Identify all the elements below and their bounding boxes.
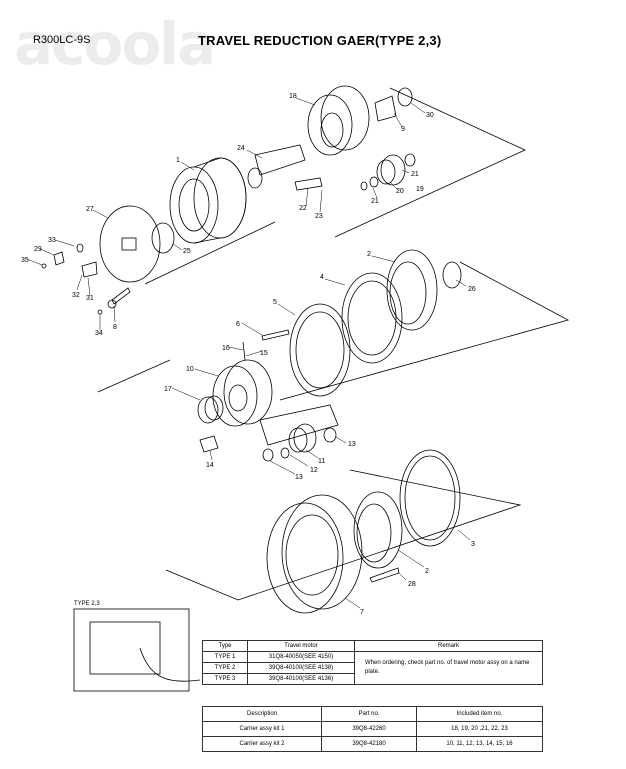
part-label-22: 22 <box>299 205 307 212</box>
part-label-11: 11 <box>318 458 325 465</box>
part-label-32: 32 <box>72 292 80 299</box>
part-label-15: 15 <box>260 350 268 357</box>
table-row: TYPE 1 31Q8-40050(SEE 4150) When orderin… <box>202 651 543 685</box>
part-label-13a: 13 <box>348 441 356 448</box>
part-label-24: 24 <box>237 145 245 152</box>
part-label-23: 23 <box>315 213 323 220</box>
kit-part-cell: 39Q8-42260 <box>321 721 417 737</box>
kit-table-header-description: Description <box>202 706 322 722</box>
part-label-35: 35 <box>21 257 29 264</box>
type-table: Type Travel motor Remark TYPE 1 31Q8-400… <box>202 640 543 685</box>
page-title: TRAVEL REDUCTION GAER(TYPE 2,3) <box>198 33 442 48</box>
part-label-29: 29 <box>34 246 42 253</box>
part-label-33: 33 <box>48 237 56 244</box>
part-label-30: 30 <box>426 112 434 119</box>
ring-gear-part <box>169 157 247 244</box>
type-table-header-motor: Travel motor <box>247 640 355 652</box>
part-label-10: 10 <box>186 366 194 373</box>
kit-items-cell: 18, 19, 20 ,21, 22, 23 <box>416 721 543 737</box>
part-label-3: 3 <box>471 541 475 548</box>
part-label-27: 27 <box>86 206 94 213</box>
kit-table-header-items: Included item no. <box>416 706 543 722</box>
part-label-26: 26 <box>468 286 476 293</box>
table-row: TYPE 2 39Q8-40100(SEE 4138) <box>202 662 543 674</box>
part-label-14: 14 <box>206 462 214 469</box>
part-label-21a: 21 <box>411 171 419 178</box>
watermark-logo: acoola <box>14 10 216 78</box>
part-label-2b: 2 <box>425 568 429 575</box>
type-cell: TYPE 3 <box>202 673 248 685</box>
kit-items-cell: 10, 11, 12, 13, 14, 15, 16 <box>416 736 543 752</box>
part-label-17: 17 <box>164 386 172 393</box>
motor-cell: 31Q8-40050(SEE 4150) <box>247 651 355 663</box>
part-label-19: 19 <box>416 186 424 193</box>
part-label-8: 8 <box>113 324 117 331</box>
part-label-34: 34 <box>95 330 103 337</box>
part-label-16: 16 <box>222 345 230 352</box>
remark-cell: When ordering, check part no. of travel … <box>354 651 543 685</box>
part-label-25: 25 <box>183 248 191 255</box>
type-cell: TYPE 1 <box>202 651 248 663</box>
part-label-7: 7 <box>360 609 364 616</box>
part-label-5: 5 <box>273 299 277 306</box>
part-label-13b: 13 <box>295 474 303 481</box>
motor-cell: 39Q8-40100(SEE 4138) <box>247 662 355 674</box>
inset-label: TYPE 2,3 <box>74 601 100 607</box>
part-label-1: 1 <box>176 157 180 164</box>
type-table-header-type: Type <box>202 640 248 652</box>
part-label-20: 20 <box>396 188 404 195</box>
part-label-12: 12 <box>310 467 318 474</box>
table-row: TYPE 3 39Q8-40100(SEE 4136) <box>202 673 543 685</box>
part-label-31: 31 <box>86 295 94 302</box>
table-row: Carrier assy kit 2 39Q8-42180 10, 11, 12… <box>202 736 543 752</box>
motor-cell: 39Q8-40100(SEE 4136) <box>247 673 355 685</box>
kit-part-cell: 39Q8-42180 <box>321 736 417 752</box>
part-label-6: 6 <box>236 321 240 328</box>
kit-table-header-part: Part no. <box>321 706 417 722</box>
part-label-9: 9 <box>401 126 405 133</box>
type-cell: TYPE 2 <box>202 662 248 674</box>
part-label-2a: 2 <box>367 251 371 258</box>
table-row: Carrier assy kit 1 39Q8-42260 18, 19, 20… <box>202 721 543 737</box>
part-label-28: 28 <box>408 581 416 588</box>
part-label-21b: 21 <box>371 198 379 205</box>
kit-desc-cell: Carrier assy kit 2 <box>202 736 322 752</box>
type-table-header-remark: Remark <box>354 640 543 652</box>
kit-desc-cell: Carrier assy kit 1 <box>202 721 322 737</box>
model-code: R300LC-9S <box>33 34 91 46</box>
part-label-18: 18 <box>289 93 297 100</box>
part-label-4: 4 <box>320 274 324 281</box>
kit-table: Description Part no. Included item no. C… <box>202 706 543 752</box>
